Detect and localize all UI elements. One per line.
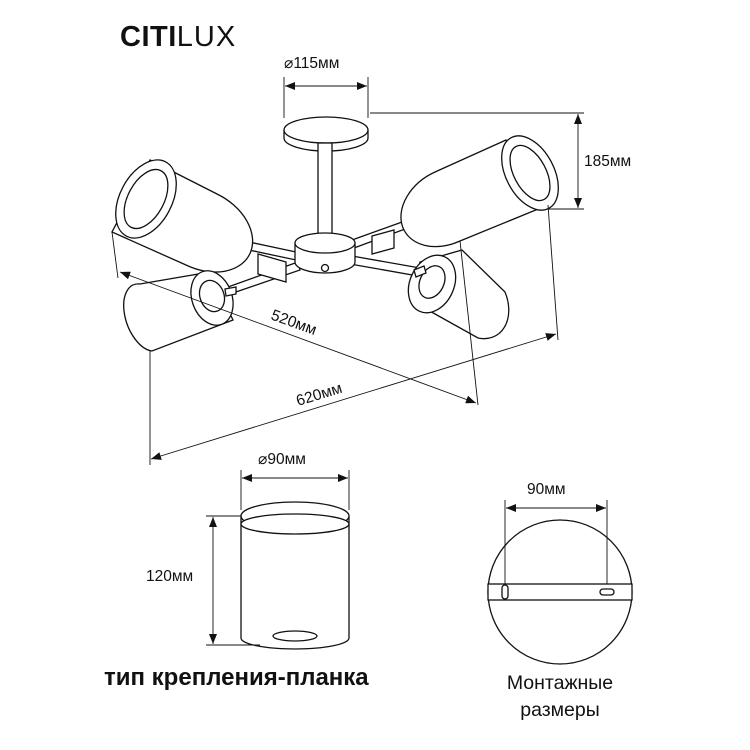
canopy-diameter-label: ⌀115мм [284, 55, 339, 72]
brand-logo-part1: CITI [120, 20, 177, 53]
shade-diameter-label: ⌀90мм [258, 451, 306, 468]
brand-logo-part2: LUX [176, 20, 237, 53]
shade-front-left [123, 270, 237, 352]
mount-width-label: 90мм [527, 481, 566, 498]
mount-caption-line1: Монтажные [506, 672, 614, 694]
mount-caption-line2: размеры [520, 699, 600, 721]
arm-front-right [349, 255, 421, 277]
mounting-bar [487, 583, 633, 601]
height-label: 185мм [584, 153, 631, 170]
mount-type-label: тип крепления-планка [104, 664, 369, 691]
mounting-slot-left [501, 584, 509, 600]
shade-dimension-lines [206, 470, 350, 646]
mount-dimension-lines [504, 500, 608, 584]
connector-right [371, 229, 395, 255]
shade-back-left [111, 159, 254, 273]
dimension-lines [111, 77, 584, 465]
shade-height-label: 120мм [146, 568, 193, 585]
span-outer-dim-line [150, 333, 557, 460]
mount-caption: Монтажные размеры [480, 670, 640, 724]
span-outer-label: 620мм [294, 380, 344, 410]
canopy [283, 116, 369, 152]
mounting-plate-drawing [487, 519, 633, 665]
hub [294, 232, 356, 274]
span-inner-label: 520мм [269, 307, 319, 339]
stem [317, 142, 333, 247]
mounting-slot-right [599, 588, 615, 596]
single-shade-drawing [240, 501, 350, 650]
shade-back-right [400, 135, 559, 248]
chandelier-drawing [111, 116, 559, 352]
shade-front-right [407, 249, 510, 340]
